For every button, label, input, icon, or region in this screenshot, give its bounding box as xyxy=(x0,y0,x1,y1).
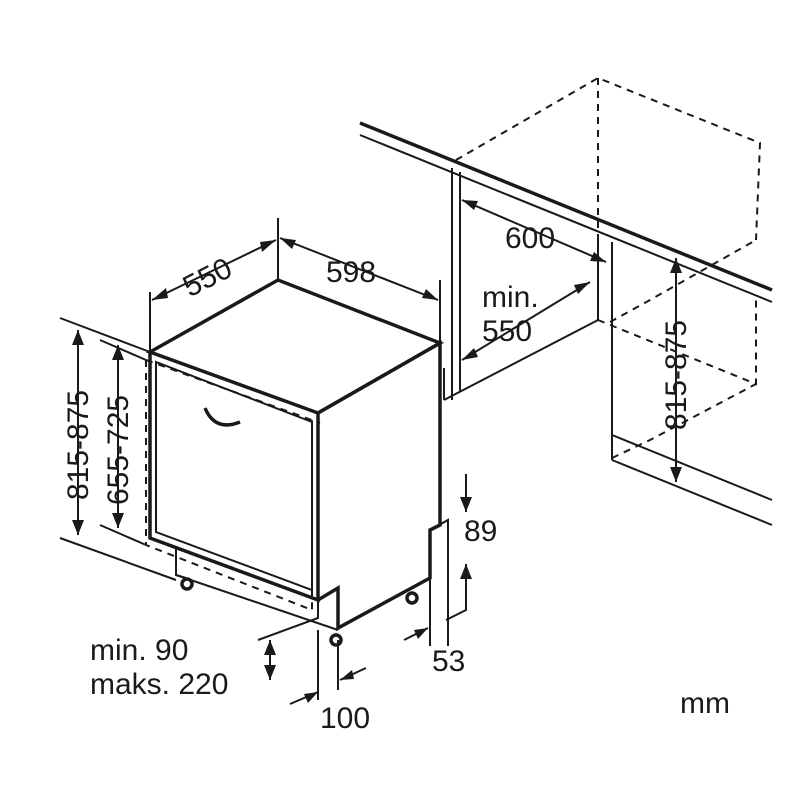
foot-right xyxy=(405,591,419,605)
width-598-label: 598 xyxy=(326,256,376,289)
plinth-53-label: 53 xyxy=(432,645,465,678)
plinth-89-label: 89 xyxy=(464,515,497,548)
depth-550-label: 550 xyxy=(178,252,238,304)
niche-cabinet xyxy=(359,76,773,526)
plinth-max-label: maks. 220 xyxy=(90,668,228,701)
unit-label: mm xyxy=(680,687,730,720)
dishwasher-body xyxy=(145,278,445,647)
niche-min-550-label: 550 xyxy=(482,315,532,348)
plinth-min-label: min. 90 xyxy=(90,634,188,667)
foot-front xyxy=(329,633,343,647)
foot-left xyxy=(180,577,194,591)
height-815-875-right-label: 815-875 xyxy=(660,320,693,430)
niche-min-label: min. xyxy=(482,281,539,314)
dimension-lines xyxy=(59,199,682,705)
niche-width-600-label: 600 xyxy=(505,222,555,255)
height-655-725-label: 655-725 xyxy=(102,395,135,505)
door-handle xyxy=(203,407,241,427)
foot-100-label: 100 xyxy=(320,702,370,735)
height-815-875-left-label: 815-875 xyxy=(62,390,95,500)
